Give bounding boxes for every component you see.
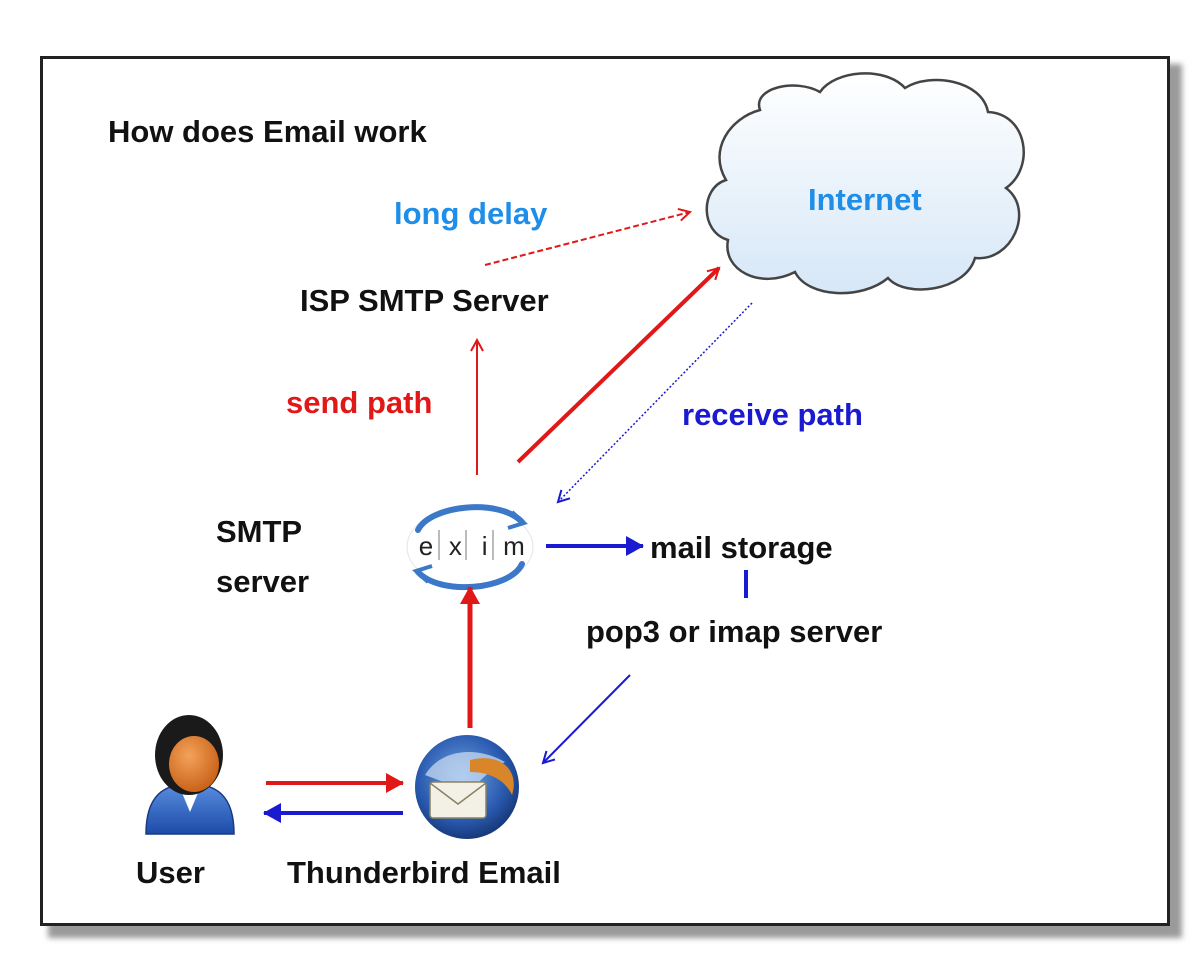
internet-label: Internet — [808, 182, 922, 217]
exim-letter: i — [481, 531, 488, 561]
diagram-title: How does Email work — [108, 114, 427, 149]
smtp-server-label-line2: server — [216, 564, 310, 599]
exim-logo-icon — [406, 504, 534, 591]
cloud-icon — [705, 72, 1025, 295]
thunderbird-email-label: Thunderbird Email — [287, 855, 561, 890]
isp-smtp-server-label: ISP SMTP Server — [300, 283, 549, 318]
send-path-label: send path — [286, 385, 433, 420]
exim-letter: m — [503, 531, 525, 561]
long-delay-arrow — [484, 212, 690, 266]
receive-path-label: receive path — [682, 397, 863, 432]
user-avatar-icon — [145, 715, 235, 835]
pop3-imap-server-label: pop3 or imap server — [586, 614, 883, 649]
thunderbird-logo-icon — [415, 735, 519, 839]
exim-letter: x — [448, 531, 462, 561]
exim-logo-letters: e x i m — [414, 531, 526, 561]
send-arrow-to-internet — [516, 268, 719, 464]
user-label: User — [136, 855, 205, 890]
pop3-to-thunderbird-arrow — [543, 674, 631, 763]
smtp-server-label-line1: SMTP — [216, 514, 303, 549]
mail-storage-label: mail storage — [650, 530, 833, 565]
long-delay-label: long delay — [394, 196, 548, 231]
exim-letter: e — [418, 531, 434, 561]
